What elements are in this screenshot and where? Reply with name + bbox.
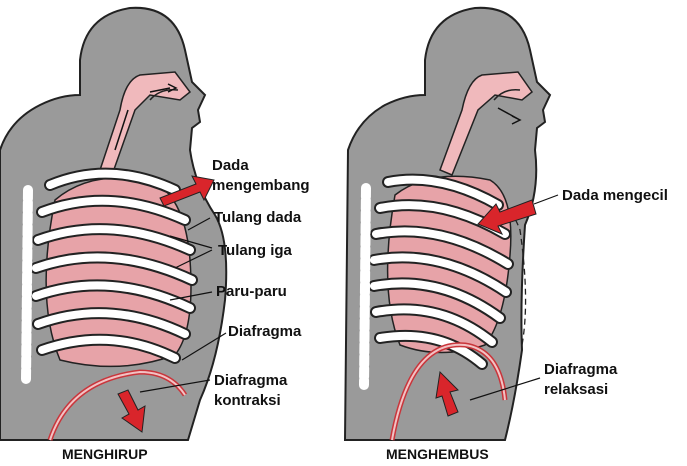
caption-inhale: MENGHIRUP — [62, 446, 148, 462]
label-diaphragm-contract-1: Diafragma — [214, 372, 288, 389]
label-chest-expand-2: mengembang — [212, 177, 310, 194]
label-diaphragm-relax-2: relaksasi — [544, 381, 608, 398]
label-diaphragm-contract-2: kontraksi — [214, 392, 281, 409]
exhale-panel: Dada mengecil Diafragma relaksasi MENGHE… — [345, 8, 668, 462]
label-lungs: Paru-paru — [216, 283, 287, 300]
label-chest-expand-1: Dada — [212, 157, 249, 174]
label-chest-shrink: Dada mengecil — [562, 187, 668, 204]
label-diaphragm: Diafragma — [228, 323, 302, 340]
inhale-panel: Dada mengembang Tulang dada Tulang iga P… — [0, 8, 310, 462]
label-sternum: Tulang dada — [214, 209, 302, 226]
label-ribs: Tulang iga — [218, 242, 293, 259]
label-diaphragm-relax-1: Diafragma — [544, 361, 618, 378]
caption-exhale: MENGHEMBUS — [386, 446, 489, 462]
